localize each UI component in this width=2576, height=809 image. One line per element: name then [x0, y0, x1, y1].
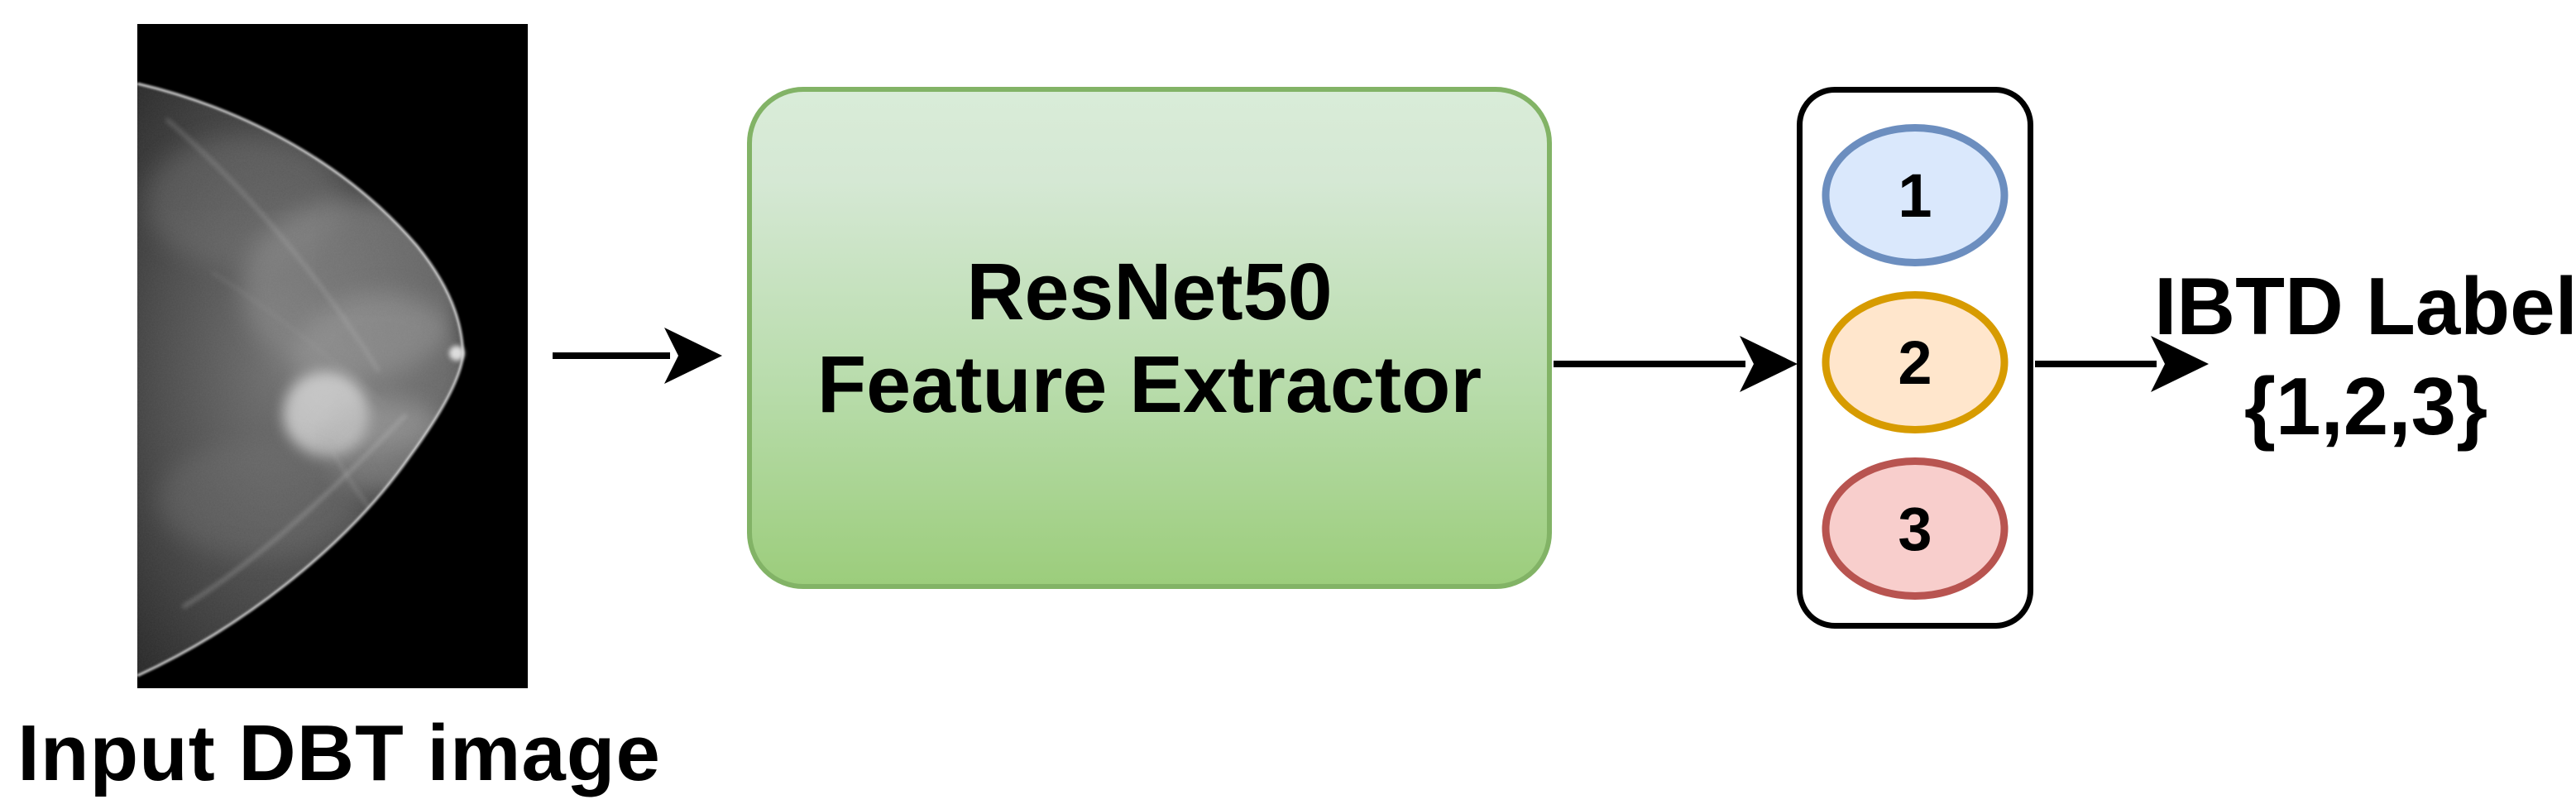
extractor-line1: ResNet50	[966, 246, 1333, 337]
output-label-line1: IBTD Label	[2154, 261, 2576, 352]
input-image-caption: Input DBT image	[17, 709, 661, 797]
class-node-3-label: 3	[1898, 494, 1932, 563]
class-node-2-label: 2	[1898, 328, 1932, 397]
output-label-line2: {1,2,3}	[2243, 361, 2488, 452]
arrow-input-to-extractor	[553, 328, 722, 384]
resnet50-extractor-box: ResNet50 Feature Extractor	[747, 87, 1552, 589]
extractor-line2: Feature Extractor	[816, 338, 1482, 429]
class-node-1-label: 1	[1898, 160, 1932, 230]
arrow-extractor-to-classifier	[1554, 336, 1798, 392]
class-node-2: 2	[1822, 291, 2009, 433]
classifier-node-stack: 1 2 3	[1797, 87, 2033, 629]
class-node-3: 3	[1822, 457, 2009, 600]
arrow-classifier-to-output	[2035, 336, 2209, 392]
mammogram-graphic	[137, 24, 528, 688]
dbt-input-image	[137, 24, 528, 688]
output-label: IBTD Label {1,2,3}	[2134, 256, 2576, 457]
class-node-1: 1	[1822, 124, 2009, 266]
